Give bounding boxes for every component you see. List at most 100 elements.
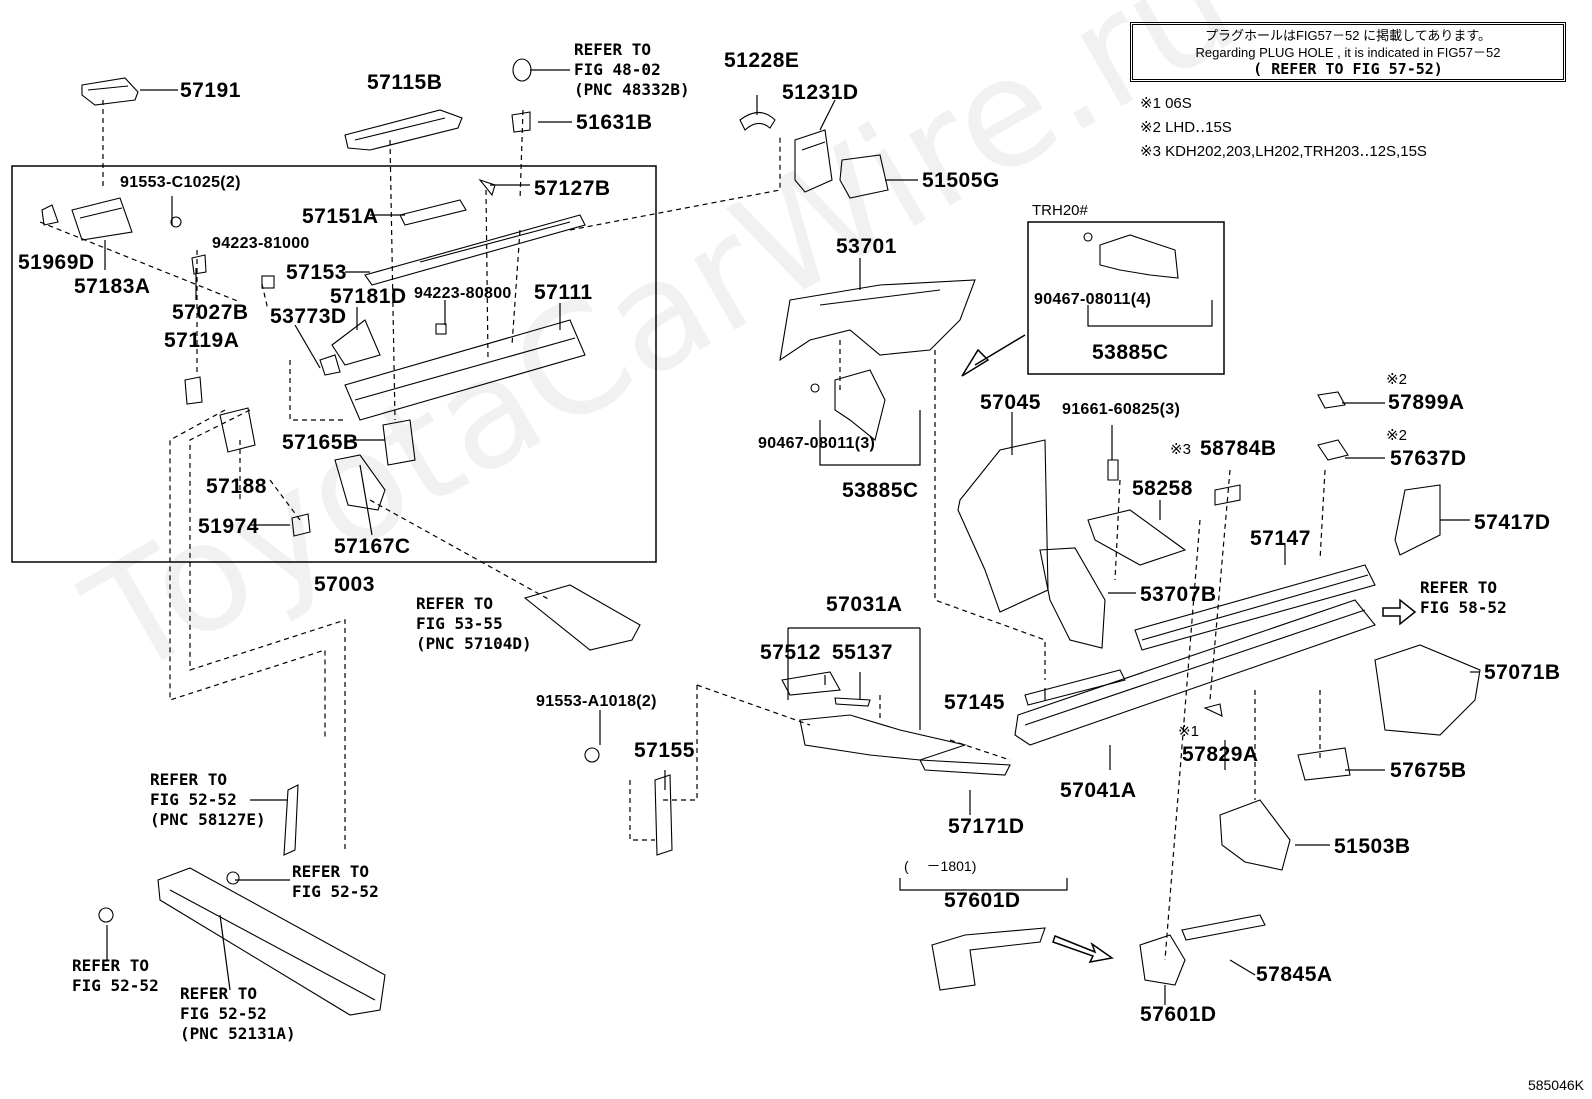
refer-fig-52-52-bolt[interactable]: REFER TO FIG 52-52 xyxy=(292,862,379,901)
part-58127E xyxy=(283,784,299,856)
part-57119A xyxy=(184,376,203,405)
part-label-57153[interactable]: 57153 xyxy=(286,261,347,284)
part-label-57147[interactable]: 57147 xyxy=(1250,527,1311,550)
bolt-label-91553-C1025[interactable]: 91553-C1025(2) xyxy=(120,174,241,191)
part-57115B xyxy=(344,109,463,151)
part-57147 xyxy=(1134,564,1376,651)
part-57027B xyxy=(191,254,207,275)
part-label-53885C-trh[interactable]: 53885C xyxy=(1092,341,1169,364)
bolt-label-90467-b[interactable]: 90467-08011(4) xyxy=(1034,291,1152,308)
part-90467-a xyxy=(810,383,820,393)
part-57111 xyxy=(344,319,586,421)
part-label-57003[interactable]: 57003 xyxy=(314,573,375,596)
refer-fig-52-52-52131A[interactable]: REFER TO FIG 52-52 (PNC 52131A) xyxy=(180,984,296,1043)
part-53885C xyxy=(834,369,886,441)
part-51231D xyxy=(794,129,833,193)
diagram-code: 585046K xyxy=(1527,1077,1584,1093)
part-51228E xyxy=(739,111,776,131)
part-label-57191[interactable]: 57191 xyxy=(180,79,241,102)
part-label-57171D[interactable]: 57171D xyxy=(948,815,1025,838)
part-label-57155[interactable]: 57155 xyxy=(634,739,695,762)
part-label-57027B[interactable]: 57027B xyxy=(172,301,249,324)
bolt-label-94223-80800[interactable]: 94223-80800 xyxy=(414,285,512,302)
part-label-58258[interactable]: 58258 xyxy=(1132,477,1193,500)
part-label-57183A[interactable]: 57183A xyxy=(74,275,151,298)
part-label-57111[interactable]: 57111 xyxy=(534,281,593,304)
part-label-57899A[interactable]: 57899A xyxy=(1388,391,1465,414)
part-91661 xyxy=(1107,459,1119,481)
part-label-57167C[interactable]: 57167C xyxy=(334,535,411,558)
part-57167C xyxy=(334,454,386,511)
part-label-58784B[interactable]: 58784B xyxy=(1200,437,1277,460)
part-94223-81000 xyxy=(261,275,275,289)
part-label-57181D[interactable]: 57181D xyxy=(330,285,407,308)
bolt-label-91553-A1018[interactable]: 91553-A1018(2) xyxy=(536,693,657,710)
note-1: ※1 06S xyxy=(1140,95,1192,112)
notice-line-en: Regarding PLUG HOLE , it is indicated in… xyxy=(1195,45,1501,60)
part-58784B xyxy=(1214,484,1241,506)
part-label-51503B[interactable]: 51503B xyxy=(1334,835,1411,858)
part-label-57151A[interactable]: 57151A xyxy=(302,205,379,228)
part-57153 xyxy=(364,214,586,286)
bolt-label-90467-a[interactable]: 90467-08011(3) xyxy=(758,435,876,452)
part-label-53885C[interactable]: 53885C xyxy=(842,479,919,502)
part-57181D xyxy=(331,319,381,366)
part-label-57145[interactable]: 57145 xyxy=(944,691,1005,714)
group-frame-57003 xyxy=(11,165,657,563)
part-53701 xyxy=(779,279,976,362)
notice-refer-link[interactable]: ( REFER TO FIG 57-52) xyxy=(1253,60,1443,78)
part-label-55137[interactable]: 55137 xyxy=(832,641,893,664)
part-label-57675B[interactable]: 57675B xyxy=(1390,759,1467,782)
refer-fig-53-55[interactable]: REFER TO FIG 53-55 (PNC 57104D) xyxy=(416,594,532,653)
part-57601D-a xyxy=(931,927,1046,991)
part-label-53707B[interactable]: 53707B xyxy=(1140,583,1217,606)
part-55137 xyxy=(834,697,871,707)
part-bolt-52-52 xyxy=(226,871,240,885)
part-label-57512[interactable]: 57512 xyxy=(760,641,821,664)
part-label-51228E[interactable]: 51228E xyxy=(724,49,800,72)
notice-line-jp: プラグホールはFIG57－52 に掲載してあります。 xyxy=(1204,28,1492,43)
part-label-57041A[interactable]: 57041A xyxy=(1060,779,1137,802)
part-label-57119A[interactable]: 57119A xyxy=(164,329,240,352)
part-label-53773D[interactable]: 53773D xyxy=(270,305,347,328)
part-48332B xyxy=(512,58,532,82)
note-2: ※2 LHD‥15S xyxy=(1140,119,1232,136)
part-57165B xyxy=(382,419,416,466)
part-label-57845A[interactable]: 57845A xyxy=(1256,963,1333,986)
part-label-51974[interactable]: 51974 xyxy=(198,515,259,538)
bolt-label-91661[interactable]: 91661-60825(3) xyxy=(1062,401,1181,418)
part-label-57071B[interactable]: 57071B xyxy=(1484,661,1561,684)
part-57041A xyxy=(1014,599,1376,746)
mark-1: ※1 xyxy=(1178,723,1199,740)
note-3: ※3 KDH202,203,LH202,TRH203‥12S,15S xyxy=(1140,143,1427,160)
part-57675B xyxy=(1297,747,1351,781)
part-label-51969D[interactable]: 51969D xyxy=(18,251,95,274)
part-label-57188[interactable]: 57188 xyxy=(206,475,267,498)
part-bolt-52-52-b xyxy=(98,907,114,923)
part-label-57031A[interactable]: 57031A xyxy=(826,593,903,616)
part-label-53701[interactable]: 53701 xyxy=(836,235,897,258)
bolt-label-94223-81000[interactable]: 94223-81000 xyxy=(212,235,310,252)
part-53885C-trh xyxy=(1099,234,1179,279)
part-53773D xyxy=(319,354,341,376)
part-label-57127B[interactable]: 57127B xyxy=(534,177,611,200)
refer-fig-48-02[interactable]: REFER TO FIG 48-02 (PNC 48332B) xyxy=(574,40,690,99)
part-label-51631B[interactable]: 51631B xyxy=(576,111,653,134)
part-57637D xyxy=(1317,439,1349,461)
part-label-57045[interactable]: 57045 xyxy=(980,391,1041,414)
refer-fig-52-52-bolt-b[interactable]: REFER TO FIG 52-52 xyxy=(72,956,159,995)
part-label-51505G[interactable]: 51505G xyxy=(922,169,1000,192)
part-51503B xyxy=(1219,799,1291,871)
refer-fig-58-52[interactable]: REFER TO FIG 58-52 xyxy=(1420,578,1507,617)
part-label-57115B[interactable]: 57115B xyxy=(367,71,443,94)
part-label-51231D[interactable]: 51231D xyxy=(782,81,859,104)
part-label-57417D[interactable]: 57417D xyxy=(1474,511,1551,534)
part-label-57165B[interactable]: 57165B xyxy=(282,431,359,454)
part-57151A xyxy=(399,199,467,226)
refer-fig-52-52-58127E[interactable]: REFER TO FIG 52-52 (PNC 58127E) xyxy=(150,770,266,829)
part-label-57601D[interactable]: 57601D xyxy=(944,889,1021,912)
part-label-57637D[interactable]: 57637D xyxy=(1390,447,1467,470)
part-label-57601D-b[interactable]: 57601D xyxy=(1140,1003,1217,1026)
part-label-57829A[interactable]: 57829A xyxy=(1182,743,1259,766)
